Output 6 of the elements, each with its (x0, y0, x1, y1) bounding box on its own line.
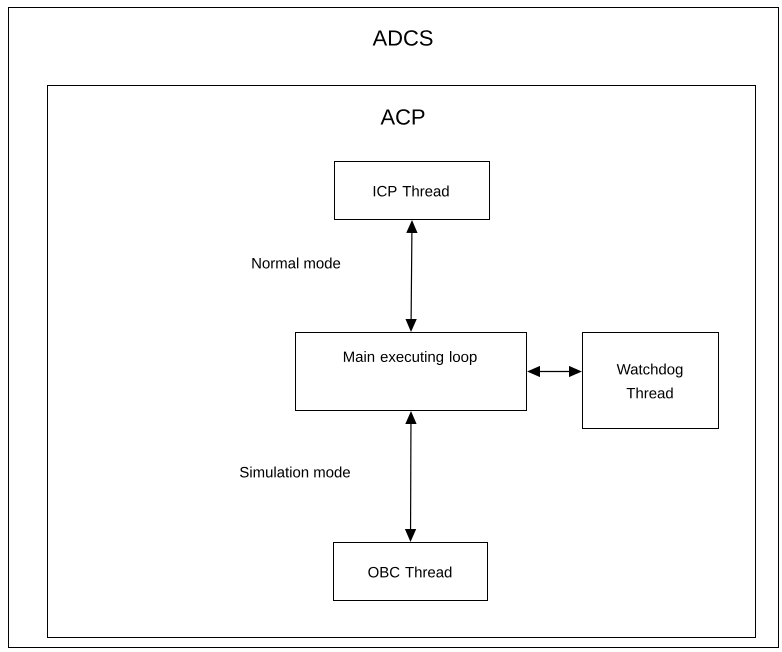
edge-label: Simulation mode (238, 466, 352, 478)
loop-box: Main executing loop (295, 332, 527, 411)
thread-box: ICP Thread (334, 161, 490, 220)
thread-box: OBC Thread (333, 542, 488, 601)
edge-label: Normal mode (250, 256, 342, 270)
thread-box: Watchdog Thread (582, 332, 719, 429)
